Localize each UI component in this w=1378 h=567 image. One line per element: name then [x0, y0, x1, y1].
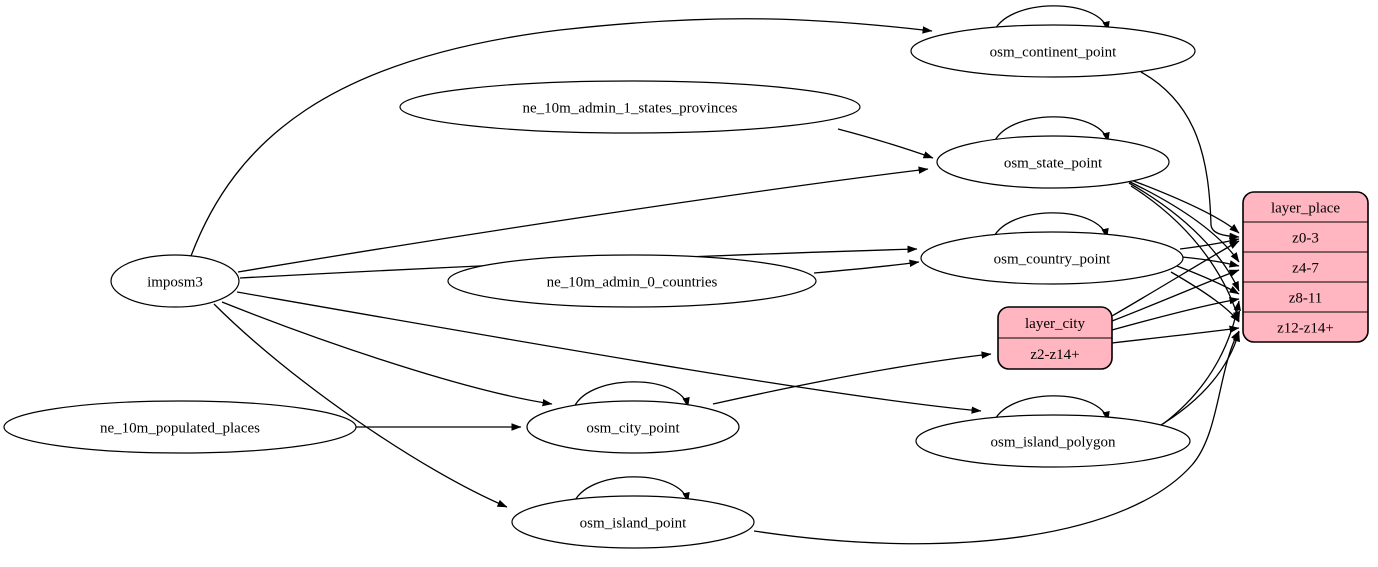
edge-osm_country_point-to-layer_place-z8-11 — [1176, 265, 1240, 295]
edge-osm_island_polygon-to-layer_place-z12-z14+ — [1155, 331, 1240, 429]
osm_country_point-label: osm_country_point — [994, 251, 1111, 267]
osm_state_point-label: osm_state_point — [1004, 155, 1103, 171]
osm_country_point-ellipse — [920, 231, 1184, 285]
node-osm_country_point: osm_country_point — [920, 231, 1184, 285]
layer_city-row-z2-z14+: z2-z14+ — [1030, 347, 1079, 363]
edge-layer_city-to-layer_place-z12-z14+ — [1111, 325, 1240, 344]
edge-osm_country_point-to-osm_country_point-self-loop — [991, 212, 1109, 242]
node-osm_continent_point: osm_continent_point — [910, 24, 1196, 78]
ne_10m_admin_0_countries-label: ne_10m_admin_0_countries — [547, 274, 718, 290]
edges-layer — [190, 5, 1241, 545]
nodes-layer: imposm3 ne_10m_populated_places ne_10m_adm… — [3, 24, 1369, 549]
edge-osm_country_point-to-layer_place-z4-7 — [1181, 256, 1240, 268]
osm_island_polygon-label: osm_island_polygon — [990, 434, 1116, 450]
edge-osm_continent_point-to-layer_place-z0-3 — [1140, 71, 1240, 241]
edge-ne_10m_admin_1_states_provinces-to-osm_state_point — [837, 128, 934, 159]
edge-layer_city-to-layer_place-z8-11 — [1111, 296, 1240, 331]
edge-osm_state_point-to-osm_state_point-self-loop — [992, 116, 1110, 146]
edge-osm_state_point-to-layer_place-z4-7 — [1125, 179, 1240, 263]
node-osm_city_point: osm_city_point — [526, 400, 740, 454]
osm_island_point-label: osm_island_point — [580, 515, 688, 531]
node-osm_island_polygon: osm_island_polygon — [915, 414, 1191, 468]
node-imposm3: imposm3 — [110, 254, 240, 308]
ne_10m_admin_0_countries-ellipse — [447, 254, 817, 308]
layer_place-header-label: layer_place — [1271, 200, 1340, 216]
node-layer_city: layer_city z2-z14+ — [997, 306, 1113, 370]
edge-osm_island_polygon-to-osm_island_polygon-self-loop — [992, 395, 1110, 425]
edge-imposm3-to-osm_island_point — [213, 303, 508, 508]
layer_place-row-z4-7: z4-7 — [1292, 260, 1319, 276]
osm_continent_point-label: osm_continent_point — [990, 44, 1117, 60]
layer_place-box — [1242, 191, 1369, 343]
ne_10m_admin_1_states_provinces-ellipse — [399, 80, 861, 134]
osm_island_point-ellipse — [511, 495, 755, 549]
osm_continent_point-ellipse — [910, 24, 1196, 78]
edge-osm_continent_point-to-osm_continent_point-self-loop — [992, 5, 1110, 35]
layer_place-row-z8-11: z8-11 — [1289, 290, 1323, 306]
ne_10m_populated_places-label: ne_10m_populated_places — [100, 420, 260, 436]
osm_city_point-ellipse — [526, 400, 740, 454]
osm_state_point-ellipse — [936, 135, 1170, 189]
edge-osm_city_point-to-layer_city-z2-z14+ — [712, 351, 992, 405]
node-layer_place: layer_place z0-3 z4-7 z8-11 z12-z14+ — [1242, 191, 1369, 343]
layer_place-row-z12-z14+: z12-z14+ — [1277, 320, 1334, 336]
edge-osm_state_point-to-layer_place-z0-3 — [1122, 176, 1240, 234]
imposm3-ellipse — [110, 254, 240, 308]
layer_place-row-z0-3: z0-3 — [1292, 230, 1319, 246]
edge-imposm3-to-osm_island_polygon — [236, 291, 982, 414]
node-osm_state_point: osm_state_point — [936, 135, 1170, 189]
edge-imposm3-to-osm_city_point — [221, 301, 553, 407]
node-ne_10m_admin_1_states_provinces: ne_10m_admin_1_states_provinces — [399, 80, 861, 134]
ne_10m_populated_places-ellipse — [3, 400, 357, 454]
edge-osm_country_point-to-layer_place-z12-z14+ — [1170, 271, 1240, 323]
edge-osm_state_point-to-layer_place-z8-11 — [1128, 182, 1240, 292]
edge-imposm3-to-osm_state_point — [237, 166, 929, 273]
edge-layer_city-to-layer_place-z4-7 — [1111, 269, 1240, 322]
edge-layer_city-to-layer_place-z0-3 — [1111, 240, 1240, 317]
edge-osm_island_polygon-to-layer_place-z8-11 — [1162, 300, 1241, 425]
node-osm_island_point: osm_island_point — [511, 495, 755, 549]
node-ne_10m_populated_places: ne_10m_populated_places — [3, 400, 357, 454]
ne_10m_admin_1_states_provinces-label: ne_10m_admin_1_states_provinces — [523, 100, 738, 116]
node-ne_10m_admin_0_countries: ne_10m_admin_0_countries — [447, 254, 817, 308]
edge-osm_country_point-to-layer_place-z0-3 — [1179, 237, 1240, 250]
edge-imposm3-to-osm_continent_point — [190, 18, 933, 257]
edge-osm_island_point-to-layer_place-z12-z14+ — [753, 330, 1240, 545]
edge-ne_10m_admin_0_countries-to-osm_country_point — [813, 259, 920, 274]
edge-osm_city_point-to-osm_city_point-self-loop — [572, 381, 690, 411]
imposm3-label: imposm3 — [147, 274, 203, 290]
edge-osm_island_point-to-osm_island_point-self-loop — [572, 476, 690, 506]
osm_island_polygon-ellipse — [915, 414, 1191, 468]
layer_city-header-label: layer_city — [1025, 316, 1085, 332]
osm_city_point-label: osm_city_point — [586, 420, 680, 436]
